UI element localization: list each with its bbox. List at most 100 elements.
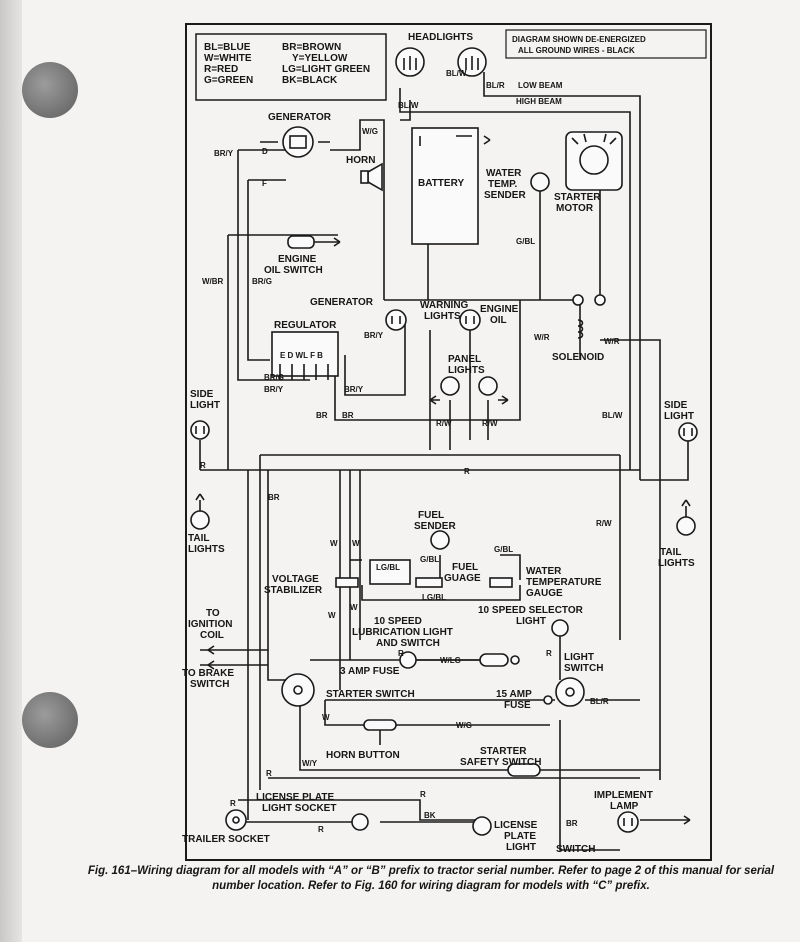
label-engine-oil-lamp: ENGINE [480,304,519,315]
starter-safety-switch [507,763,541,777]
tail-light-right [676,499,696,536]
wire-label: G/BL [420,555,439,564]
wire-label: BR/Y [214,149,234,158]
label-warning-lights: WARNING [420,300,469,311]
label-headlights: HEADLIGHTS [408,32,473,43]
wire-label: R [420,790,426,799]
label-fuel-sender: SENDER [414,521,456,532]
label-warning-lights: LIGHTS [424,311,461,322]
wire-label: R/W [482,419,498,428]
battery [411,127,491,245]
wire-label: BR/Y [344,385,364,394]
legend-item: BK=BLACK [282,75,338,86]
wire-label: BR [342,411,354,420]
label-horn-button: HORN BUTTON [326,750,400,761]
wire-label: W [322,713,330,722]
label-solenoid: SOLENOID [552,352,604,363]
wire-label: G/BL [516,237,535,246]
binder-edge [0,0,22,942]
label-starter-safety: SAFETY SWITCH [460,757,541,768]
legend-item: G=GREEN [204,75,253,86]
label-fuel-gauge: GUAGE [444,573,481,584]
wire-label: R [200,461,206,470]
label-fuse-15: 15 AMP [496,689,532,700]
label-panel-lights: LIGHTS [448,365,485,376]
headlights [395,47,487,77]
wire-label: BL/W [398,101,419,110]
component-labels: HEADLIGHTS LOW BEAM HIGH BEAM GENERATOR … [182,32,695,855]
wire-label: W [350,603,358,612]
wire-label: R [398,649,404,658]
label-tail-lights: TAIL [660,547,681,558]
horn-button [363,719,397,745]
license-plate-socket [351,813,369,831]
warning-lamps [385,309,481,331]
legend-item: BR=BROWN [282,42,341,53]
wire-label: W/LG [440,656,461,665]
wire-label: BR [566,819,578,828]
label-brake-switch: SWITCH [190,679,229,690]
label-fuse-3: 3 AMP FUSE [340,666,400,677]
tail-light-left [190,493,210,530]
label-lubrication-light: LUBRICATION LIGHT [352,627,453,638]
label-horn: HORN [346,155,375,166]
label-generator-lamp: GENERATOR [310,297,374,308]
label-water-temp-gauge: TEMPERATURE [526,577,602,588]
figure-caption: Fig. 161–Wiring diagram for all models w… [87,865,775,892]
label-voltage-stabilizer: VOLTAGE [272,574,319,585]
wire-label: R/W [596,519,612,528]
label-ignition-coil: IGNITION [188,619,232,630]
label-water-temp-sender: WATER [486,168,522,179]
fuse-15-amp [543,695,553,705]
punch-hole [22,692,78,748]
punch-hole [22,62,78,118]
wire-label: BR [316,411,328,420]
light-switch [555,677,585,707]
label-license-socket: LICENSE PLATE [256,792,334,803]
wires [199,72,690,851]
legend-item: R=RED [204,64,238,75]
label-lubrication-light: AND SWITCH [376,638,440,649]
label-engine-oil-lamp: OIL [490,315,507,326]
label-tail-lights: TAIL [188,533,209,544]
wire-label: W/R [534,333,550,342]
license-plate-light [472,816,492,836]
label-implement-lamp: IMPLEMENT [594,790,653,801]
label-license-light: LIGHT [506,842,536,853]
wire-label: W [328,611,336,620]
label-high-beam: HIGH BEAM [516,97,562,106]
legend-item: LG=LIGHT GREEN [282,64,370,75]
label-panel-lights: PANEL [448,354,481,365]
label-ignition-coil: TO [206,608,220,619]
label-brake-switch: TO BRAKE [182,668,234,679]
side-light-left [190,420,210,440]
wire-label: W/G [362,127,378,136]
solenoid [572,294,606,339]
label-water-temp-sender: TEMP. [488,179,517,190]
wire-label: LG/BL [422,593,446,602]
wire-label: W/Y [302,759,318,768]
wire-label: BR [268,493,280,502]
panel-lights [429,376,509,405]
wire-label: BL/R [486,81,505,90]
label-water-temp-sender: SENDER [484,190,526,201]
label-tail-lights: LIGHTS [658,558,695,569]
starter-motor [565,131,623,191]
label-water-temp-gauge: GAUGE [526,588,563,599]
legend-item: W=WHITE [204,53,252,64]
starter-switch [281,673,315,707]
diagram-frame [185,23,712,861]
label-selector-light: 10 SPEED SELECTOR [478,605,584,616]
label-regulator-terminals: E D WL F B [280,351,323,360]
label-gen-d: D [262,147,268,156]
wire-label: W/R [604,337,620,346]
label-side-light: LIGHT [664,411,694,422]
wire-label: R [546,649,552,658]
wire-label: BL/W [602,411,623,420]
label-side-light: LIGHT [190,400,220,411]
label-battery: BATTERY [418,178,464,189]
label-low-beam: LOW BEAM [518,81,563,90]
label-switch: SWITCH [556,844,595,855]
